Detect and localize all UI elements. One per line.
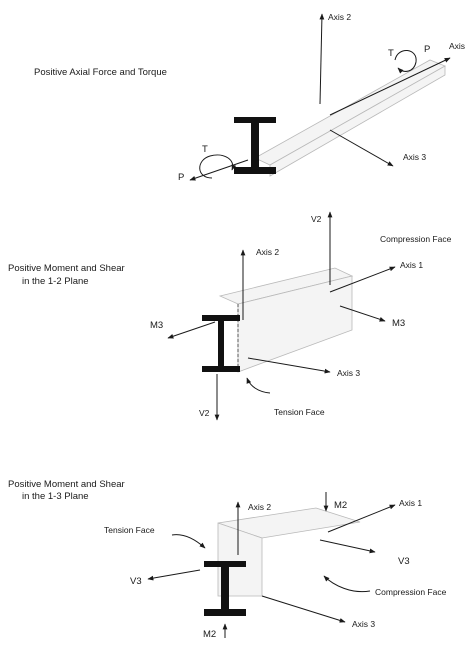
- label-v2-bottom: V2: [199, 408, 210, 418]
- panel1-caption: Positive Axial Force and Torque: [34, 67, 167, 78]
- torque-arrow-bottom: [199, 154, 237, 179]
- tension-face-pointer: [246, 377, 271, 394]
- panel2-caption-line1: Positive Moment and Shear: [8, 263, 125, 274]
- axis3-arrow: [261, 595, 346, 623]
- axis1-arrow: [327, 504, 396, 533]
- moment-m3-right-arrow: [339, 305, 386, 322]
- axis3-arrow: [329, 129, 394, 167]
- label-axis1: Axis 1: [400, 260, 423, 270]
- panel-axial-force-torque: Positive Axial Force and Torque Axis 2 A…: [34, 12, 465, 183]
- label-compression-face: Compression Face: [375, 587, 447, 597]
- panel-moment-shear-1-2: Positive Moment and Shear in the 1-2 Pla…: [8, 211, 452, 421]
- shear-v3-right-arrow: [319, 539, 376, 554]
- label-tension-face: Tension Face: [104, 525, 155, 535]
- panel2-caption-line2: in the 1-2 Plane: [22, 276, 89, 287]
- label-p-bottom: P: [178, 172, 184, 183]
- label-p-top: P: [424, 44, 430, 55]
- label-axis2: Axis 2: [328, 12, 351, 22]
- i-beam-section: [234, 117, 276, 174]
- i-beam-section: [204, 561, 246, 616]
- tension-face-pointer: [171, 534, 206, 549]
- panel3-caption-line1: Positive Moment and Shear: [8, 479, 125, 490]
- label-tension-face: Tension Face: [274, 407, 325, 417]
- label-m2-top: M2: [334, 500, 347, 511]
- label-v3-right: V3: [398, 556, 410, 567]
- panel3-caption-line2: in the 1-3 Plane: [22, 491, 89, 502]
- label-t-bottom: T: [202, 144, 208, 155]
- label-v2-top: V2: [311, 214, 322, 224]
- axis2-arrow: [319, 13, 325, 105]
- label-v3-left: V3: [130, 576, 142, 587]
- label-compression-face: Compression Face: [380, 234, 452, 244]
- label-axis3: Axis 3: [403, 152, 426, 162]
- axis1-arrow: [329, 266, 396, 293]
- label-m3-right: M3: [392, 318, 405, 329]
- beam-top-face: [254, 59, 446, 166]
- label-t-top: T: [388, 48, 394, 59]
- panel-moment-shear-1-3: Positive Moment and Shear in the 1-3 Pla…: [8, 479, 447, 640]
- compression-face-pointer: [323, 575, 371, 593]
- label-axis3: Axis 3: [337, 368, 360, 378]
- moment-m3-left-arrow: [167, 321, 216, 339]
- torque-arrow-top: [394, 50, 417, 74]
- label-axis3: Axis 3: [352, 619, 375, 629]
- label-axis1: Axis: [449, 41, 465, 51]
- label-m2-bottom: M2: [203, 629, 216, 640]
- axis3-arrow: [247, 357, 331, 374]
- shear-v3-left-arrow: [147, 569, 201, 581]
- axis1-arrow: [329, 57, 451, 116]
- axial-force-arrow-bottom: [189, 159, 249, 181]
- label-axis2: Axis 2: [256, 247, 279, 257]
- label-axis2: Axis 2: [248, 502, 271, 512]
- label-m3-left: M3: [150, 320, 163, 331]
- label-axis1: Axis 1: [399, 498, 422, 508]
- i-beam-section: [202, 315, 240, 372]
